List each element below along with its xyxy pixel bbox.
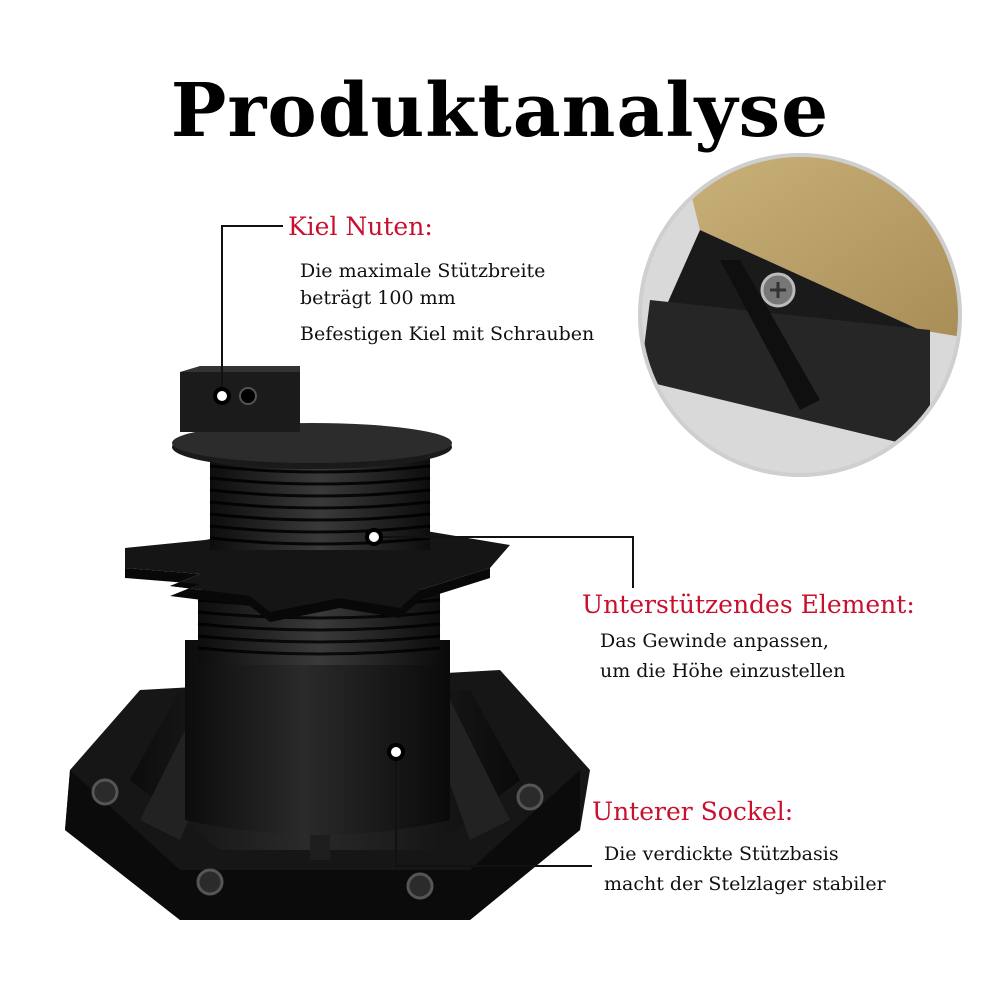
page-title: Produktanalyse [170, 68, 830, 154]
callout-title-kiel: Kiel Nuten: [288, 212, 433, 241]
callout-text-kiel-1: Die maximale Stützbreite [300, 260, 546, 282]
callout-title-sockel: Unterer Sockel: [592, 797, 794, 826]
callout-dots [213, 387, 405, 761]
callout-title-element: Unterstützendes Element: [582, 590, 915, 619]
callout-text-kiel-2: beträgt 100 mm [300, 287, 456, 309]
upper-thread [209, 455, 431, 550]
keel-tab [180, 366, 300, 432]
callout-text-element-1: Das Gewinde anpassen, [600, 630, 829, 652]
callout-text-sockel-2: macht der Stelzlager stabiler [604, 873, 886, 895]
callout-text-kiel-3: Befestigen Kiel mit Schrauben [300, 323, 595, 345]
detail-inset [638, 153, 962, 477]
callout-lines [221, 225, 634, 867]
callout-text-element-2: um die Höhe einzustellen [600, 660, 846, 682]
callout-text-sockel-1: Die verdickte Stützbasis [604, 843, 839, 865]
